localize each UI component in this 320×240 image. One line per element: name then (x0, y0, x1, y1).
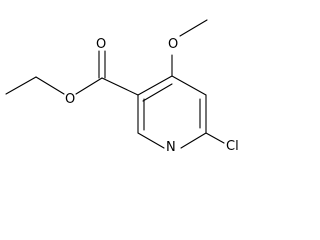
atom-chloro: Cl (226, 139, 239, 151)
bond-o-carbonyl (75, 77, 103, 95)
atom-ester-o-single: O (65, 92, 75, 107)
atom-methoxy-o: O (168, 37, 178, 52)
molecule-drawing: O O O N Cl (5, 19, 239, 151)
bond-ring-c3-c4-inner (142, 83, 173, 102)
bond-ethyl-ch3 (5, 76, 37, 95)
bond-c6-cl (205, 132, 225, 144)
bond-ring-n-c2 (137, 132, 165, 149)
bond-methoxy-ch3 (179, 19, 208, 37)
bond-group (5, 19, 225, 149)
bond-carbonyl-ring (101, 77, 139, 96)
bond-ring-c6-n (180, 132, 207, 149)
bond-ethyl-ch2-o (35, 76, 65, 95)
bond-ring-c4-c5 (171, 75, 207, 96)
atom-labels: O O O N Cl (65, 37, 239, 151)
atom-ring-n: N (166, 140, 176, 151)
structure-diagram: O O O N Cl (5, 19, 239, 151)
bond-ring-c3-c4 (137, 75, 173, 96)
atom-ester-o-double: O (96, 37, 106, 52)
